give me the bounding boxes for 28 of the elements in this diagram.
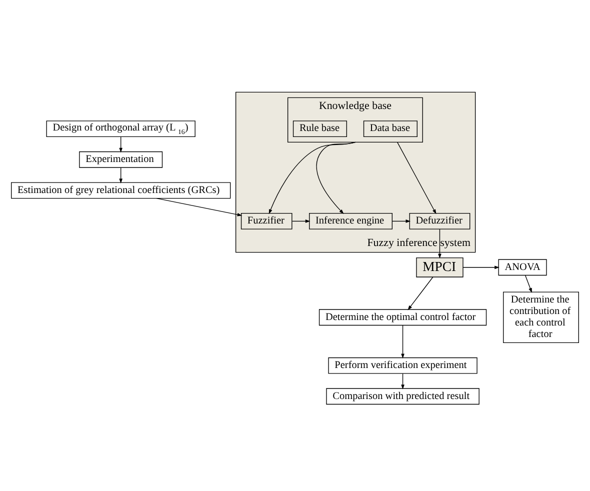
node-box: Comparison with predicted result (326, 388, 480, 405)
node-box: Perform verification experiment (328, 357, 478, 374)
arrow (156, 198, 242, 216)
node-box: MPCI (416, 257, 464, 278)
arrow (316, 142, 356, 214)
arrow (401, 325, 404, 359)
arrow (408, 276, 434, 310)
node-box: Inference engine (309, 213, 393, 230)
arrow (438, 228, 442, 259)
node-box: Experimentation (79, 151, 163, 168)
arrow (292, 220, 310, 223)
node-box: Rule base (292, 120, 347, 138)
node-box: Design of orthogonal array (L$_{16}$) (46, 120, 196, 138)
arrow (462, 266, 500, 270)
arrow (396, 142, 436, 214)
node-box: Data base (363, 120, 418, 138)
arrow (392, 220, 411, 223)
arrow (119, 167, 123, 184)
arrow (525, 275, 532, 293)
node-box: Estimation of grey relational coefficients (GRCs) (11, 182, 231, 199)
node-box: ANOVA (498, 259, 547, 276)
node-box: Determine the optimal control factor (318, 309, 487, 326)
arrow (119, 136, 123, 153)
arrow (401, 373, 404, 390)
node-box: Determine the contribution of each control factor (503, 292, 579, 344)
node-box: Defuzzifier (409, 213, 470, 230)
arrow (268, 142, 356, 214)
node-box: Fuzzifier (240, 213, 292, 230)
